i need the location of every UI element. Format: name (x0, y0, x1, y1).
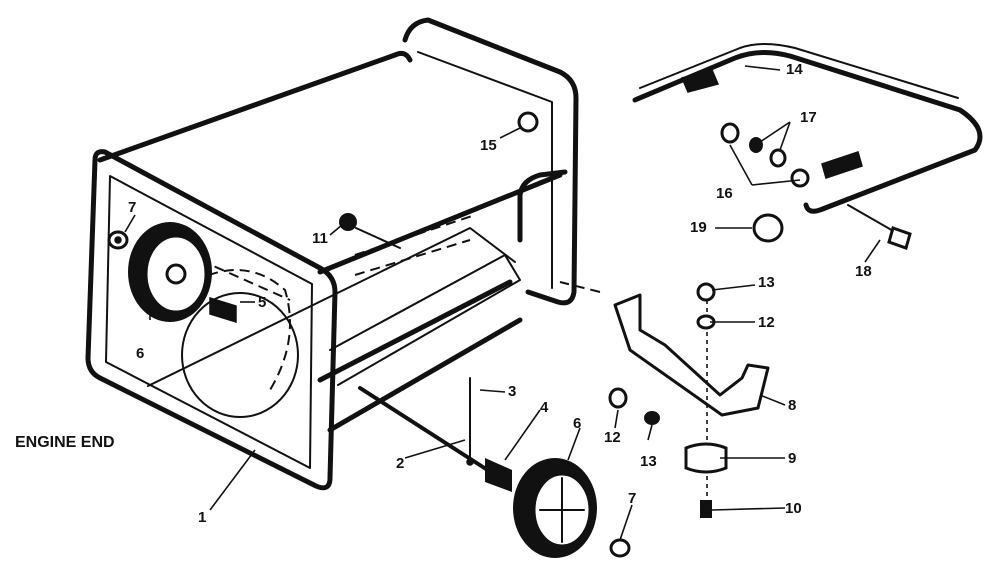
callout-5: 5 (258, 294, 266, 311)
callout-11: 11 (312, 230, 328, 247)
spacer-5-left (209, 296, 237, 324)
callout-19: 19 (690, 219, 707, 236)
callout-12b: 12 (604, 429, 621, 446)
bolt-11 (339, 213, 401, 249)
bumper-19 (752, 213, 784, 243)
callout-15: 15 (480, 137, 497, 154)
callout-12a: 12 (758, 314, 775, 331)
callout-14: 14 (786, 61, 803, 78)
callouts: 1 2 3 4 5 6 6 7 7 8 9 10 11 12 12 13 13 … (128, 61, 872, 526)
callout-13a: 13 (758, 274, 775, 291)
callout-9: 9 (788, 450, 796, 467)
callout-7a: 7 (128, 199, 136, 216)
mount-stack (684, 282, 728, 518)
bracket (613, 293, 770, 417)
wheel-right (513, 458, 597, 558)
washer-7-right (609, 538, 631, 558)
small-parts-12-13 (608, 387, 660, 425)
leader-lines (124, 65, 881, 541)
callout-6b: 6 (573, 415, 581, 432)
callout-8: 8 (788, 397, 796, 414)
engine-outline (179, 214, 601, 418)
cotter-pin (466, 377, 474, 466)
callout-6a: 6 (136, 345, 144, 362)
handle (632, 43, 983, 214)
bolt-18 (847, 204, 912, 250)
callout-18: 18 (855, 263, 872, 280)
callout-13b: 13 (640, 453, 657, 470)
nut-15 (517, 111, 539, 133)
callout-17: 17 (800, 109, 817, 126)
washer-7-left (107, 230, 129, 250)
callout-3: 3 (508, 383, 516, 400)
axle (358, 386, 502, 480)
callout-1: 1 (198, 509, 206, 526)
washers-16-17 (720, 122, 810, 188)
callout-16: 16 (716, 185, 733, 202)
spacer-4 (485, 458, 512, 492)
tube-frame (85, 17, 579, 491)
callout-4: 4 (540, 399, 549, 416)
engine-end-label: ENGINE END (15, 434, 115, 451)
callout-2: 2 (396, 455, 404, 472)
wheel-left (128, 222, 212, 322)
callout-7b: 7 (628, 490, 636, 507)
callout-10: 10 (785, 500, 802, 517)
